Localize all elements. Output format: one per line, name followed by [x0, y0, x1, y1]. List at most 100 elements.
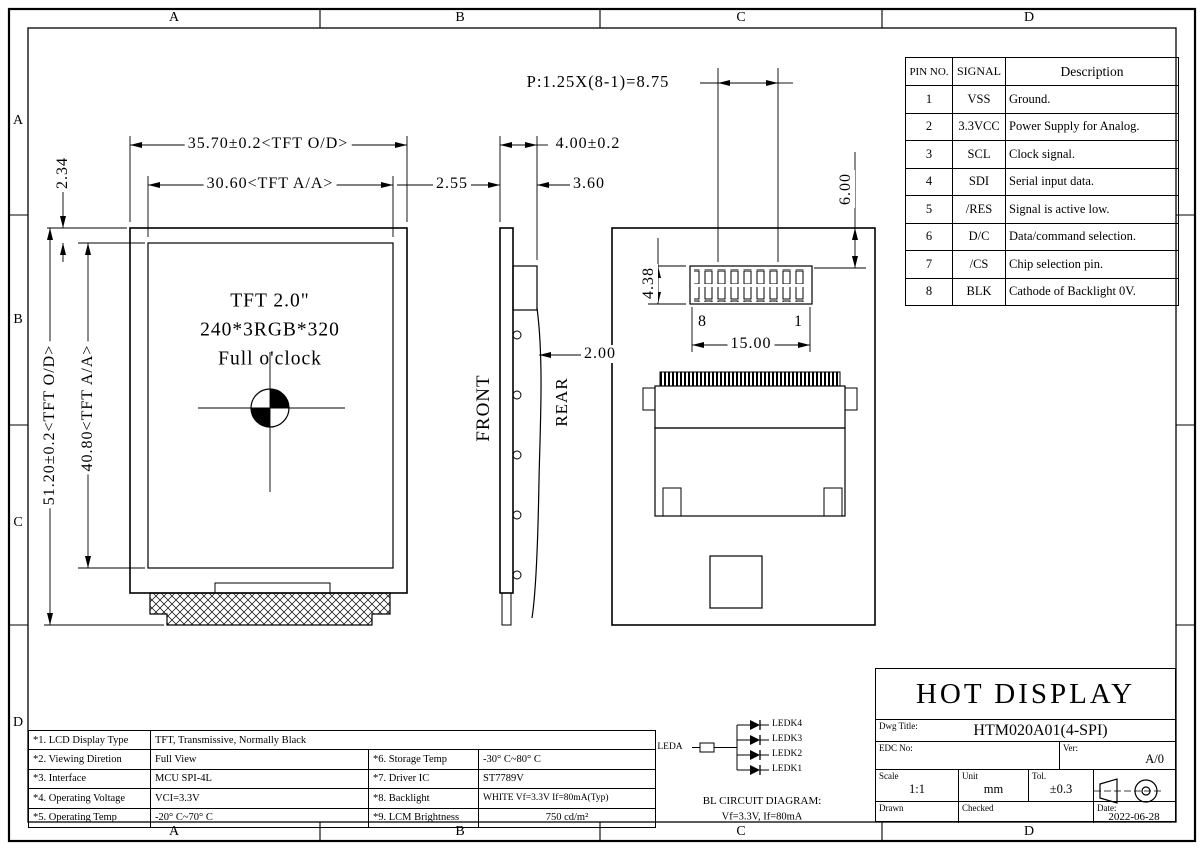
dim-pin-pitch: P:1.25X(8-1)=8.75 [526, 72, 670, 91]
grid-letter-left-a: A [12, 113, 24, 128]
pin-desc-cell: Data/command selection. [1005, 222, 1179, 251]
pin-signal-cell: D/C [952, 222, 1006, 251]
pin-signal-cell: /CS [952, 250, 1006, 279]
spec-value-cell: MCU SPI-4L [150, 768, 369, 790]
projection-symbol-cell [1093, 770, 1174, 801]
pin-no-cell: 3 [905, 140, 953, 169]
grid-letter-top-c: C [736, 10, 746, 25]
pin-signal-cell: 3.3VCC [952, 112, 1006, 141]
bl-cathode-label: LEDK3 [772, 734, 803, 744]
checked-label: Checked [962, 803, 994, 813]
pin-no-cell: 1 [905, 85, 953, 114]
pin-no-cell: 6 [905, 222, 953, 251]
bl-circuit-caption: BL CIRCUIT DIAGRAM: [702, 795, 822, 807]
pin-desc-cell: Cathode of Backlight 0V. [1005, 277, 1179, 306]
front-view-outline [129, 227, 408, 626]
rear-side-label: REAR [552, 377, 571, 427]
projection-symbol-icon [1094, 778, 1163, 804]
side-view-outline [499, 227, 542, 626]
dim-aa-height: 40.80<TFT A/A> [79, 341, 97, 475]
spec-label-cell: *3. Interface [28, 768, 151, 790]
spec-label-cell: *9. LCM Brightness [368, 807, 479, 828]
pin-signal-cell: SDI [952, 167, 1006, 196]
grid-letter-left-c: C [13, 515, 23, 530]
spec-value-cell: -20° C~70° C [150, 807, 369, 828]
pin-desc-header: Description [1005, 57, 1179, 86]
grid-letter-bottom-b: B [455, 824, 465, 839]
pin-signal-cell: SCL [952, 140, 1006, 169]
spec-value-cell: WHITE Vf=3.3V If=80mA(Typ) [477, 788, 657, 809]
spec-row: *4. Operating Voltage VCI=3.3V *8. Backl… [28, 788, 657, 809]
pin-table-header-row: PIN NO. SIGNAL Description [905, 57, 1179, 86]
title-block: HOT DISPLAY Dwg Title: HTM020A01(4-SPI) … [875, 668, 1176, 823]
pin-signal-cell: BLK [952, 277, 1006, 306]
pin-desc-cell: Clock signal. [1005, 140, 1179, 169]
bl-cathode-label: LEDK2 [772, 749, 803, 759]
date-value: 2022-06-28 [1108, 811, 1160, 823]
dim-connector-width: 15.00 [727, 335, 775, 353]
dim-glass-thickness: 2.55 [433, 175, 471, 193]
screen-view-label: Full o'clock [218, 348, 322, 370]
spec-value-cell: 750 cd/m² [477, 807, 657, 828]
pin-no-cell: 2 [905, 112, 953, 141]
screen-size-label: TFT 2.0" [230, 290, 310, 312]
spec-label-cell: *8. Backlight [368, 788, 479, 809]
unit-cell: Unit mm [958, 770, 1028, 801]
scale-cell: Scale 1:1 [876, 770, 958, 801]
grid-letter-bottom-d: D [1023, 824, 1035, 839]
drawn-cell: Drawn [876, 802, 958, 823]
spec-label-cell: *6. Storage Temp [368, 749, 479, 770]
drawing-title-row: Dwg Title: HTM020A01(4-SPI) [876, 719, 1175, 741]
dim-od-height: 51.20±0.2<TFT O/D> [41, 341, 59, 509]
pin-signal-header: SIGNAL [952, 57, 1006, 86]
pin-desc-cell: Serial input data. [1005, 167, 1179, 196]
bl-cathode-label: LEDK4 [772, 719, 803, 729]
grid-letter-left-d: D [12, 715, 24, 730]
tolerance-label: Tol. [1032, 771, 1047, 781]
edc-label: EDC No: [879, 743, 913, 753]
pin-desc-cell: Signal is active low. [1005, 195, 1179, 224]
front-side-label: FRONT [473, 374, 494, 442]
spec-label-cell: *4. Operating Voltage [28, 788, 151, 809]
pin-number-1: 1 [794, 313, 802, 330]
spec-row: *1. LCD Display Type TFT, Transmissive, … [28, 729, 657, 751]
pin-signal-cell: VSS [952, 85, 1006, 114]
dwg-title-label: Dwg Title: [879, 721, 918, 731]
spec-value-cell: ST7789V [477, 768, 657, 790]
scale-value: 1:1 [909, 782, 925, 796]
side-view-dimension-lines [397, 136, 612, 358]
unit-label: Unit [962, 771, 979, 781]
dim-aa-width: 30.60<TFT A/A> [203, 175, 337, 193]
pin-no-cell: 4 [905, 167, 953, 196]
spec-label-cell: *7. Driver IC [368, 768, 479, 790]
spec-label-cell: *5. Operating Temp [28, 807, 151, 828]
company-name: HOT DISPLAY [915, 678, 1136, 710]
spec-table: *1. LCD Display Type TFT, Transmissive, … [28, 729, 657, 828]
date-cell: Date: 2022-06-28 [1093, 802, 1174, 823]
spec-value-cell: TFT, Transmissive, Normally Black [149, 729, 657, 751]
checked-cell: Checked [958, 802, 1093, 823]
rear-view-dimension-lines [648, 68, 866, 352]
dim-bump-depth: 3.60 [570, 175, 608, 193]
tolerance-value: ±0.3 [1049, 782, 1073, 796]
spec-row: *3. Interface MCU SPI-4L *7. Driver IC S… [28, 768, 657, 790]
version-cell: Ver: A/0 [1059, 742, 1174, 769]
bl-anode-label: LEDA [657, 742, 683, 752]
date-label: Date: [1097, 803, 1117, 813]
edc-ver-row: EDC No: Ver: A/0 [876, 741, 1175, 769]
pin-desc-cell: Ground. [1005, 85, 1179, 114]
edc-cell: EDC No: [876, 742, 1059, 769]
version-value: A/0 [1145, 752, 1164, 766]
dim-top-offset: 6.00 [837, 170, 855, 208]
pin-signal-cell: /RES [952, 195, 1006, 224]
spec-value-cell: Full View [150, 749, 369, 770]
unit-value: mm [983, 782, 1004, 796]
